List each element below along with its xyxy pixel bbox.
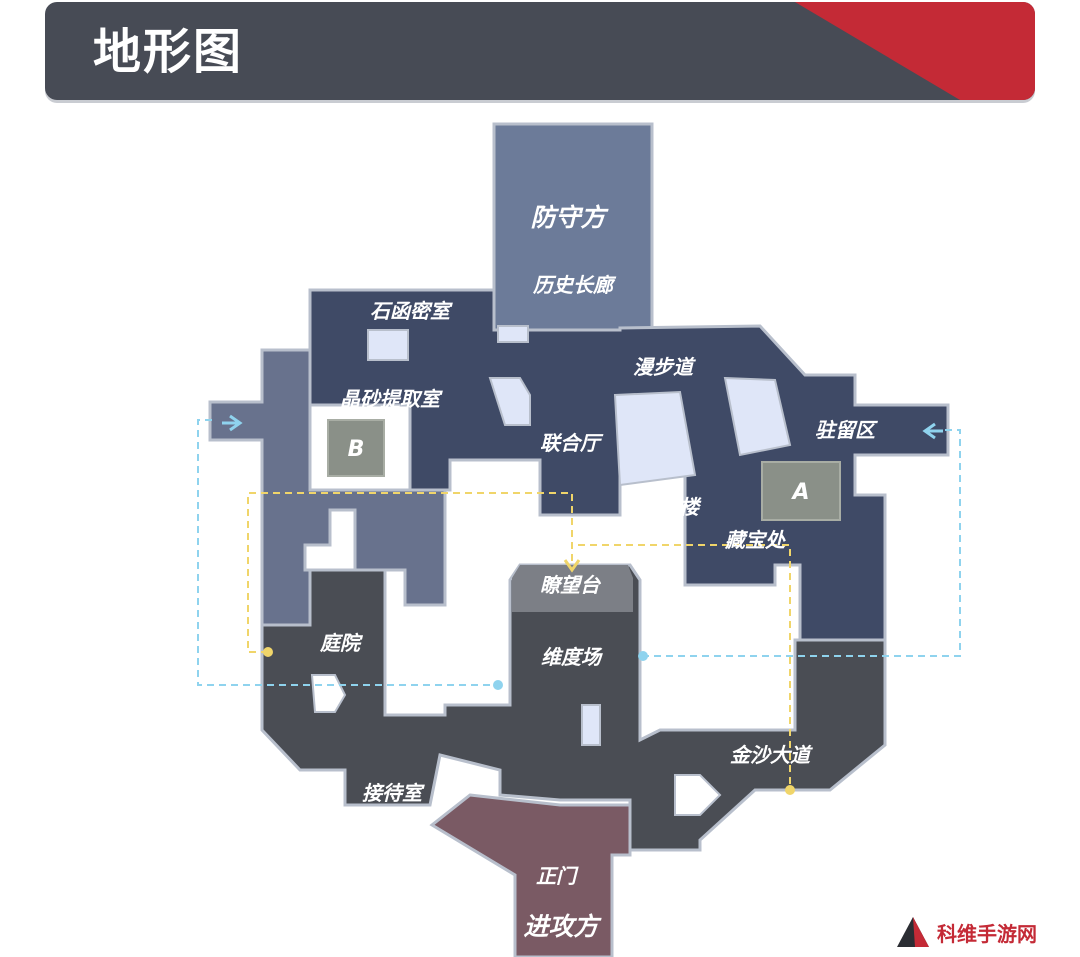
rope-line-left	[247, 492, 573, 653]
rope-node-right	[785, 785, 795, 795]
label-reception: 接待室	[362, 781, 425, 805]
site-b-zone	[327, 419, 385, 477]
label-promenade: 漫步道	[633, 355, 696, 379]
teleport-arrow-right-icon	[922, 422, 943, 440]
lower-area	[260, 563, 887, 852]
label-second-floor: 二楼	[659, 495, 702, 519]
label-defender: 防守方	[530, 203, 609, 232]
title-banner: 地形图	[45, 2, 1035, 100]
lookout-deck	[512, 565, 633, 612]
void-arena	[581, 704, 601, 746]
void-garrison	[723, 376, 792, 457]
label-stone-crypt: 石函密室	[370, 299, 453, 323]
teleport-line-right	[643, 429, 961, 657]
void-gold-road	[674, 774, 722, 816]
teleport-node-left	[493, 680, 503, 690]
label-lookout: 瞭望台	[540, 573, 602, 597]
corridor-window	[497, 325, 529, 343]
label-courtyard: 庭院	[320, 631, 364, 655]
watermark: 科维手游网	[895, 915, 1037, 949]
map-floors	[208, 122, 950, 957]
label-site-a: A	[790, 480, 809, 505]
teleport-node-right	[638, 651, 648, 661]
label-crystal-room: 晶砂提取室	[340, 387, 443, 411]
label-attacker: 进攻方	[523, 912, 602, 941]
route-lines	[197, 414, 961, 795]
void-promenade	[613, 390, 697, 487]
attacker-spawn-area	[429, 793, 632, 957]
label-hall: 联合厅	[540, 431, 604, 455]
watermark-text: 科维手游网	[937, 921, 1037, 946]
void-crypt	[367, 329, 409, 361]
label-site-b: B	[348, 437, 365, 462]
label-treasury: 藏宝处	[724, 528, 786, 552]
rope-line-right	[578, 544, 791, 790]
watermark-logo-icon	[897, 917, 929, 947]
site-a-zone	[761, 461, 841, 521]
label-gold-road: 金沙大道	[730, 743, 813, 767]
teleport-line-left	[197, 419, 498, 686]
void-hall	[488, 377, 531, 426]
label-arena: 维度场	[541, 645, 603, 669]
page-title: 地形图	[93, 24, 244, 80]
rope-arrow-icon	[563, 559, 581, 573]
teleport-arrow-left-icon	[222, 414, 243, 432]
label-main-gate: 正门	[536, 864, 579, 888]
label-history-corridor: 历史长廊	[532, 273, 617, 297]
rope-node-left	[263, 647, 273, 657]
label-garrison: 驻留区	[815, 418, 878, 442]
map-labels: 防守方 历史长廊 石函密室 晶砂提取室 B 漫步道 联合厅 驻留区 A 二楼 藏…	[320, 203, 878, 941]
